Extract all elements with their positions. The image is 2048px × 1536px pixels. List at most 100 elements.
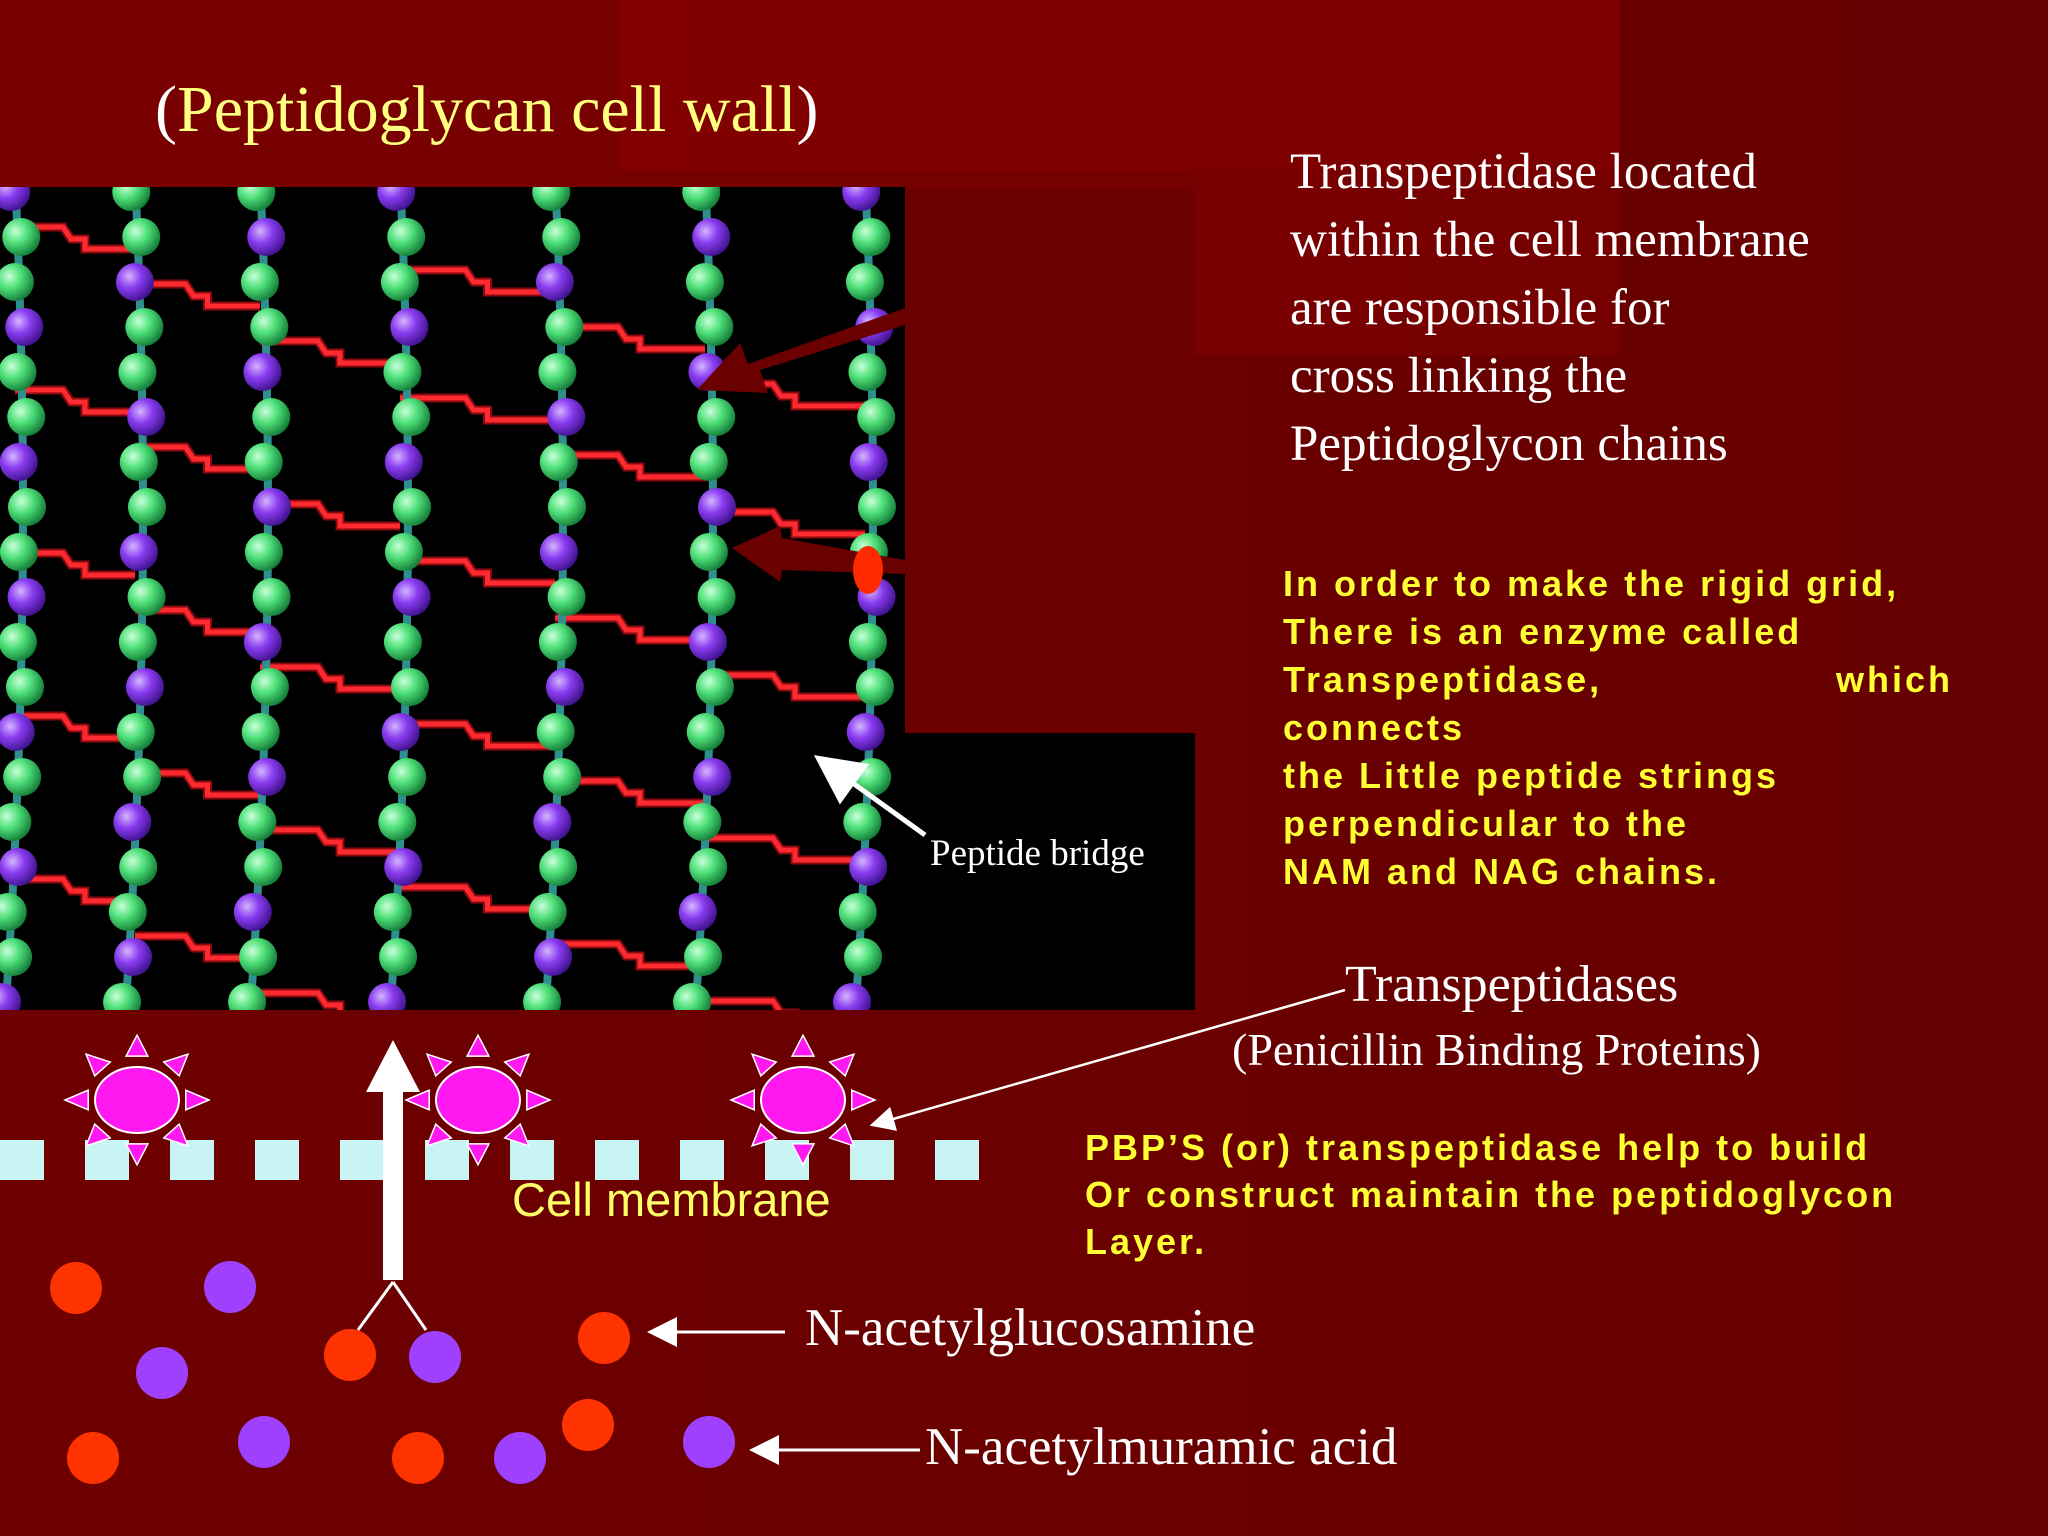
green-bead — [543, 758, 582, 796]
transpeptidase-note: Transpeptidase located within the cell m… — [1290, 138, 2010, 478]
purple-bead — [368, 983, 407, 1010]
transpeptidases-label: Transpeptidases — [1345, 956, 1679, 1013]
green-bead — [383, 623, 422, 661]
note-line: cross linking the — [1290, 348, 1628, 404]
green-bead — [7, 398, 46, 436]
green-bead — [122, 218, 161, 256]
micrograph-label-area — [905, 733, 1195, 1010]
green-bead — [116, 713, 155, 751]
background-band-notch — [1195, 170, 1620, 355]
green-bead — [523, 983, 562, 1010]
green-bead — [852, 218, 891, 256]
green-bead — [682, 187, 721, 211]
green-bead — [689, 848, 728, 886]
peptide-bridge — [705, 998, 783, 1010]
peptide-bridges — [15, 222, 865, 1010]
green-bead — [239, 938, 278, 976]
nag-label: N-acetylglucosamine — [805, 1299, 1256, 1357]
purple-bead — [381, 713, 420, 751]
green-bead — [103, 983, 142, 1010]
green-bead — [683, 803, 722, 841]
purple-bead — [233, 893, 272, 931]
green-bead — [108, 893, 147, 931]
purple-bead — [697, 488, 736, 526]
green-bead — [390, 668, 429, 706]
purple-bead — [678, 893, 717, 931]
purple-bead — [0, 443, 38, 481]
pbp-note: PBP’S (or) transpeptidase help to build … — [1085, 1124, 1896, 1265]
purple-bead — [248, 758, 287, 796]
purple-bead — [855, 308, 894, 346]
peptide-bridge — [400, 395, 555, 423]
note-line: within the cell membrane — [1290, 212, 1810, 268]
green-bead — [695, 668, 734, 706]
peptide-bridge-label: Peptide bridge — [930, 833, 1145, 874]
green-bead — [0, 623, 37, 661]
green-bead — [3, 758, 42, 796]
green-bead — [125, 308, 164, 346]
grid-note-line: Transpeptidase, which — [1283, 656, 1953, 704]
purple-bead — [0, 187, 31, 211]
green-bead — [0, 938, 33, 976]
green-bead — [849, 533, 888, 571]
green-bead — [536, 713, 575, 751]
peptide-bridge — [135, 933, 260, 961]
peptide-bridge — [260, 827, 400, 855]
green-bead — [857, 398, 896, 436]
purple-bead — [849, 848, 888, 886]
green-bead — [388, 758, 427, 796]
green-bead — [5, 668, 44, 706]
green-bead — [228, 983, 267, 1010]
green-bead — [538, 623, 577, 661]
peptide-bridge — [555, 778, 705, 806]
green-bead — [250, 668, 289, 706]
green-bead — [244, 443, 283, 481]
green-bead — [848, 353, 887, 391]
purple-bead — [390, 308, 429, 346]
title-open-paren: ( — [155, 73, 177, 146]
purple-bead — [833, 983, 872, 1010]
purple-bead — [688, 623, 727, 661]
purple-bead — [849, 443, 888, 481]
grid-note-line: connects — [1283, 707, 1466, 748]
green-bead — [123, 758, 162, 796]
note-line: Peptidoglycon chains — [1290, 416, 1728, 472]
peptide-bridge — [260, 501, 400, 529]
peptide-bridge — [400, 884, 555, 912]
peptide-bridge — [400, 558, 555, 586]
grid-note-line: There is an enzyme called — [1283, 611, 1803, 652]
green-bead — [392, 488, 431, 526]
green-bead — [118, 623, 157, 661]
purple-bead — [377, 187, 416, 211]
peptide-bridge — [555, 615, 705, 643]
peptide-bridge — [705, 672, 865, 700]
green-bead — [252, 578, 291, 616]
purple-bead — [119, 533, 158, 571]
green-bead — [689, 443, 728, 481]
purple-bead — [842, 187, 881, 211]
peptide-bridge — [705, 835, 865, 863]
title-text: Peptidoglycan cell wall — [176, 73, 797, 146]
green-bead — [843, 803, 882, 841]
green-bead — [545, 308, 584, 346]
green-bead — [845, 263, 884, 301]
peptide-bridge — [260, 338, 400, 366]
purple-bead — [0, 713, 35, 751]
peptide-bridge — [555, 452, 705, 480]
pbp-note-line: PBP’S (or) transpeptidase help to build — [1085, 1127, 1871, 1168]
green-bead — [539, 848, 578, 886]
green-bead — [119, 443, 158, 481]
peptide-bridge — [15, 713, 135, 741]
green-bead — [689, 533, 728, 571]
peptide-bridge — [400, 721, 555, 749]
peptide-bridge — [135, 607, 260, 635]
purple-bead — [114, 938, 153, 976]
green-bead — [853, 758, 892, 796]
green-bead — [685, 263, 724, 301]
purple-bead — [547, 398, 586, 436]
purple-bead — [857, 578, 896, 616]
peptide-bridge — [555, 941, 705, 969]
purple-bead — [243, 353, 282, 391]
green-bead — [838, 893, 877, 931]
green-bead — [848, 623, 887, 661]
